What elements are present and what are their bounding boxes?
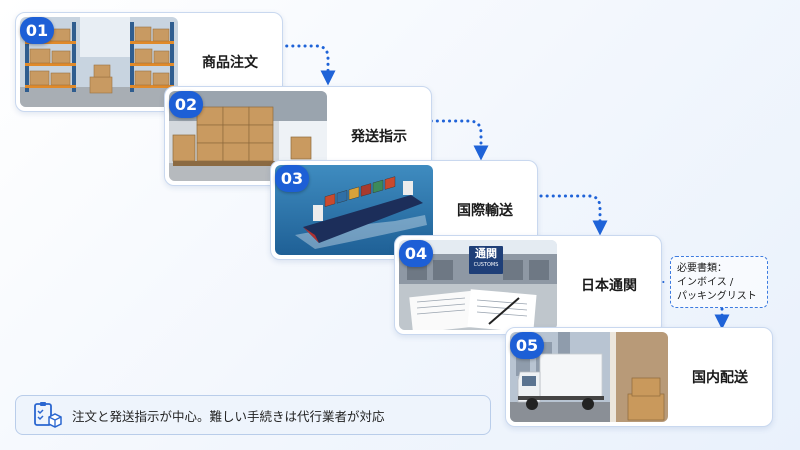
step-card-04: 通関 CUSTOMS 04 日本通関	[394, 235, 662, 335]
required-documents-note: 必要書類： インボイス / パッキングリスト	[670, 256, 768, 308]
step-number-badge: 03	[275, 165, 309, 192]
step-label: 国内配送	[668, 328, 772, 426]
note-line: インボイス /	[677, 276, 761, 290]
checklist-box-icon	[32, 400, 62, 430]
note-line: 必要書類：	[677, 262, 761, 276]
step-card-05: 05 国内配送	[505, 327, 773, 427]
step-number-badge: 05	[510, 332, 544, 359]
footer-text: 注文と発送指示が中心。難しい手続きは代行業者が対応	[72, 406, 385, 425]
step-number-badge: 01	[20, 17, 54, 44]
customs-sign: 通関 CUSTOMS	[469, 246, 503, 274]
footer-summary: 注文と発送指示が中心。難しい手続きは代行業者が対応	[15, 395, 491, 435]
step-number-badge: 04	[399, 240, 433, 267]
step-number-badge: 02	[169, 91, 203, 118]
note-line: パッキングリスト	[677, 290, 761, 304]
connector-3-4	[541, 196, 600, 228]
step-label: 日本通関	[557, 236, 661, 334]
